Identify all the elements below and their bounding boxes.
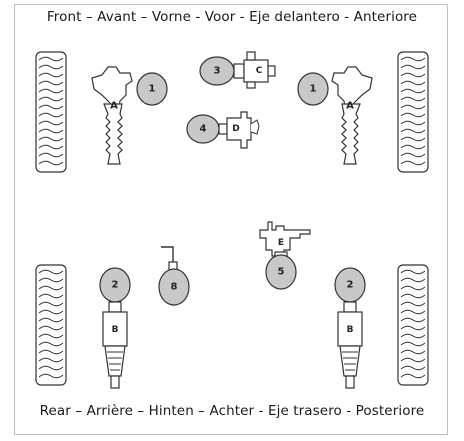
part-3-assembly — [199, 51, 276, 89]
label-5: 5 — [278, 267, 285, 278]
label-E: E — [278, 238, 284, 248]
shock-rear-left — [99, 267, 131, 389]
label-B-right: B — [347, 325, 354, 335]
label-2-right: 2 — [347, 280, 354, 291]
label-B-left: B — [112, 325, 119, 335]
diagram-frame — [14, 4, 448, 435]
label-2-left: 2 — [112, 280, 119, 291]
tire-front-left — [35, 51, 67, 173]
label-4: 4 — [200, 124, 207, 135]
label-8: 8 — [171, 282, 178, 293]
label-D: D — [232, 124, 239, 134]
part-8-assembly — [158, 246, 190, 306]
tire-rear-right — [397, 264, 429, 386]
label-A-front-right: A — [346, 101, 354, 112]
label-3: 3 — [214, 66, 221, 77]
part-5-assembly — [259, 221, 311, 290]
ball-joint-1-right — [297, 72, 329, 106]
tire-front-right — [397, 51, 429, 173]
shock-rear-right — [334, 267, 366, 389]
ball-joint-1-left — [136, 72, 168, 106]
label-A-front-left: A — [110, 101, 118, 112]
label-1-left: 1 — [149, 84, 156, 95]
tire-rear-left — [35, 264, 67, 386]
rear-axle-caption: Rear – Arrière – Hinten – Achter - Eje t… — [39, 403, 425, 419]
part-4-assembly — [186, 111, 260, 149]
strut-front-right — [331, 66, 373, 165]
front-axle-caption: Front – Avant – Vorne - Voor - Eje delan… — [46, 9, 418, 25]
label-C: C — [256, 66, 263, 76]
strut-front-left — [91, 66, 133, 165]
label-1-right: 1 — [310, 84, 317, 95]
